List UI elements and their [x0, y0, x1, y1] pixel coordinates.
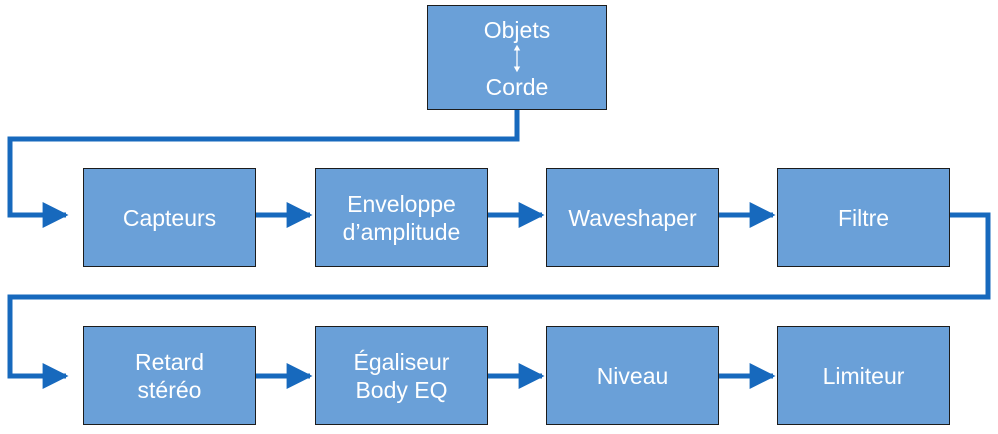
block-label-line2: Body EQ	[355, 376, 448, 403]
block-waveshaper: Waveshaper	[546, 168, 719, 267]
block-label: Enveloppe	[347, 190, 456, 217]
arrow-filtre-to-retard	[7, 212, 991, 389]
source-label-corde: Corde	[485, 74, 549, 100]
block-egaliseur-body-eq: Égaliseur Body EQ	[315, 326, 488, 425]
block-retard-stereo: Retard stéréo	[83, 326, 256, 425]
block-label-line2: d’amplitude	[342, 218, 461, 245]
block-enveloppe-amplitude: Enveloppe d’amplitude	[315, 168, 488, 267]
block-limiteur: Limiteur	[777, 326, 950, 425]
block-niveau: Niveau	[546, 326, 719, 425]
arrow-source-to-capteurs	[7, 110, 520, 228]
block-label: Capteurs	[122, 204, 217, 231]
block-filtre: Filtre	[777, 168, 950, 267]
block-label: Filtre	[837, 204, 890, 231]
double-arrow-icon	[513, 44, 521, 73]
block-label: Niveau	[596, 362, 669, 389]
source-label-objets: Objets	[483, 17, 551, 43]
source-box-objets-corde: Objets Corde	[427, 5, 607, 110]
block-label: Limiteur	[822, 362, 905, 389]
block-label: Retard	[134, 348, 205, 375]
block-label: Waveshaper	[568, 204, 697, 231]
block-label-line2: stéréo	[137, 376, 202, 403]
block-label: Égaliseur	[353, 348, 450, 375]
block-capteurs: Capteurs	[83, 168, 256, 267]
